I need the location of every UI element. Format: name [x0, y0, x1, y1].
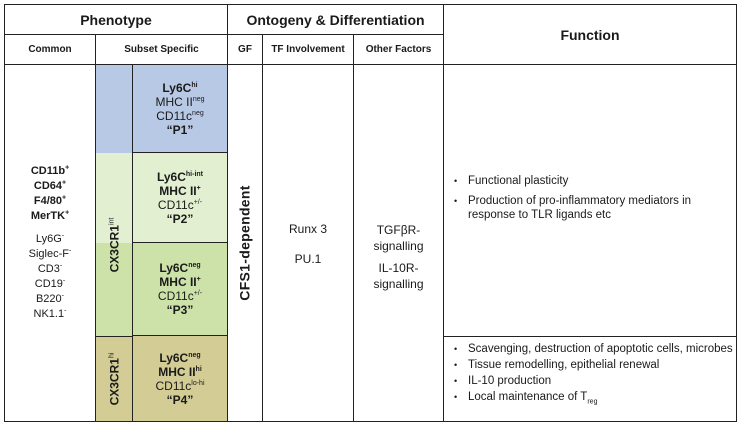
function-lower-cell: Scavenging, destruction of apoptotic cel… — [443, 336, 737, 422]
subset-line: Ly6Chi — [162, 80, 198, 95]
subset-line: CD11c+/- — [157, 289, 203, 303]
marker-ly6g: Ly6G- — [35, 232, 65, 245]
tf-header: TF Involvement — [262, 34, 354, 65]
subset-line: CD11c+/- — [157, 197, 203, 212]
marker-mertk: MerTK+ — [30, 209, 70, 222]
gf-cell: CFS1-dependent — [227, 64, 263, 422]
function-item: Functional plasticity — [454, 174, 726, 188]
function-item-treg: Local maintenance of Treg — [454, 390, 741, 405]
function-item: IL-10 production — [454, 374, 741, 388]
marker-cd3: CD3- — [37, 262, 63, 275]
subset-specific-header: Subset Specific — [95, 34, 228, 65]
other-tgfbr: TGFβR-signalling — [373, 223, 424, 253]
subset-line: “P1” — [166, 122, 194, 137]
phenotype-header: Phenotype — [4, 4, 228, 35]
subset-line: Ly6Cneg — [159, 350, 201, 365]
tf-pu1: PU.1 — [294, 252, 322, 266]
cx3cr1-hi-bar: CX3CR1hi — [96, 336, 133, 421]
other-factors-header: Other Factors — [353, 34, 444, 65]
tf-runx3: Runx 3 — [288, 222, 328, 236]
subset-line: CD11clo-hi — [155, 378, 205, 393]
cx3cr1-hi-label: CX3CR1hi — [107, 352, 121, 406]
cx3cr1-int-label: CX3CR1int — [107, 217, 122, 272]
function-item: Scavenging, destruction of apoptotic cel… — [454, 342, 741, 356]
subset-line: MHC IIneg — [155, 94, 205, 109]
marker-nk11: NK1.1- — [33, 307, 67, 320]
function-header: Function — [443, 4, 737, 65]
function-item: Production of pro-inflammatory mediators… — [454, 194, 726, 222]
subset-line: MHC II+ — [159, 183, 201, 198]
tf-cell — [262, 64, 354, 422]
subset-line: CD11cneg — [156, 108, 204, 123]
common-markers: CD11b+ CD64+ F4/80+ MerTK+ Ly6G- Siglec-… — [4, 64, 96, 422]
other-il10r: IL-10R-signalling — [373, 261, 424, 291]
marker-siglecf: Siglec-F- — [28, 247, 72, 260]
cx3cr1-int-bar: CX3CR1int — [96, 65, 133, 336]
marker-f480: F4/80+ — [33, 194, 67, 207]
marker-cd11b: CD11b+ — [30, 164, 70, 177]
marker-b220: B220- — [35, 292, 65, 305]
subset-line: MHC IIhi — [158, 364, 202, 379]
ontogeny-header: Ontogeny & Differentiation — [227, 4, 444, 35]
subset-line: MHC II+ — [159, 275, 201, 289]
function-item: Tissue remodelling, epithelial renewal — [454, 358, 741, 372]
subset-line: Ly6Cneg — [159, 261, 201, 275]
subset-line: “P3” — [166, 303, 194, 317]
marker-cd64: CD64+ — [33, 179, 67, 192]
subset-line: “P4” — [166, 392, 194, 407]
other-factors-cell — [353, 64, 444, 422]
subset-line: Ly6Chi-int — [156, 169, 203, 184]
common-header: Common — [4, 34, 96, 65]
gf-header: GF — [227, 34, 263, 65]
subset-line: “P2” — [166, 211, 194, 226]
marker-cd19: CD19- — [34, 277, 66, 290]
function-upper-cell: Functional plasticity Production of pro-… — [443, 64, 737, 337]
